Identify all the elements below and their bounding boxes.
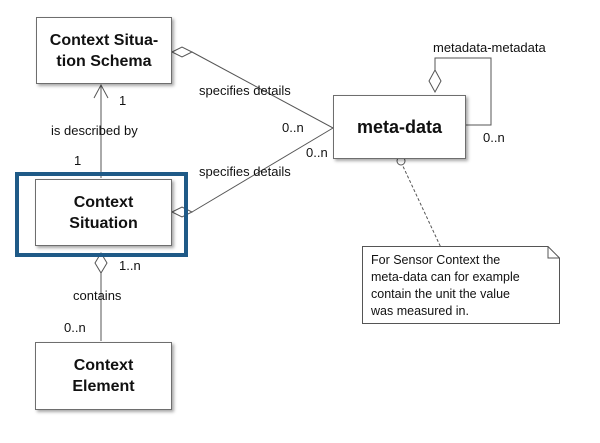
context-element-box[interactable]: Context Element <box>35 342 172 410</box>
multiplicity-element: 0..n <box>64 320 86 335</box>
multiplicity-meta-top: 0..n <box>282 120 304 135</box>
is-described-by-label: is described by <box>51 123 138 138</box>
context-situation-schema-title: Context Situa- tion Schema <box>49 31 159 70</box>
note-anchor-line <box>400 161 444 253</box>
context-situation-highlight <box>15 172 188 257</box>
open-arrowhead <box>93 83 109 99</box>
metadata-self-line <box>434 57 492 126</box>
multiplicity-meta-bottom: 0..n <box>306 145 328 160</box>
specifies-details-top-label: specifies details <box>199 83 291 98</box>
contains-label: contains <box>73 288 122 303</box>
context-situation-schema-box[interactable]: Context Situa- tion Schema <box>36 17 172 84</box>
uml-note: For Sensor Context the meta-data can for… <box>362 246 560 324</box>
note-text: For Sensor Context the meta-data can for… <box>371 253 520 318</box>
aggregation-diamond-schema <box>170 46 194 58</box>
specifies-details-top-line <box>191 51 334 129</box>
specifies-details-bottom-line <box>191 127 334 213</box>
multiplicity-situation-described: 1 <box>74 153 82 168</box>
note-shape <box>362 246 560 324</box>
specifies-details-bottom-label: specifies details <box>199 164 291 179</box>
aggregation-diamond-self <box>428 68 442 94</box>
context-element-title: Context Element <box>72 357 135 395</box>
meta-data-title: meta-data <box>356 116 443 137</box>
context-situation-title: Context Situation <box>69 193 138 232</box>
context-situation-box[interactable]: Context Situation <box>35 179 172 246</box>
meta-data-box[interactable]: meta-data <box>333 95 466 159</box>
multiplicity-schema: 1 <box>119 93 127 108</box>
multiplicity-situation-contains: 1..n <box>119 258 141 273</box>
metadata-metadata-label: metadata-metadata <box>433 40 546 55</box>
multiplicity-self: 0..n <box>483 130 505 145</box>
